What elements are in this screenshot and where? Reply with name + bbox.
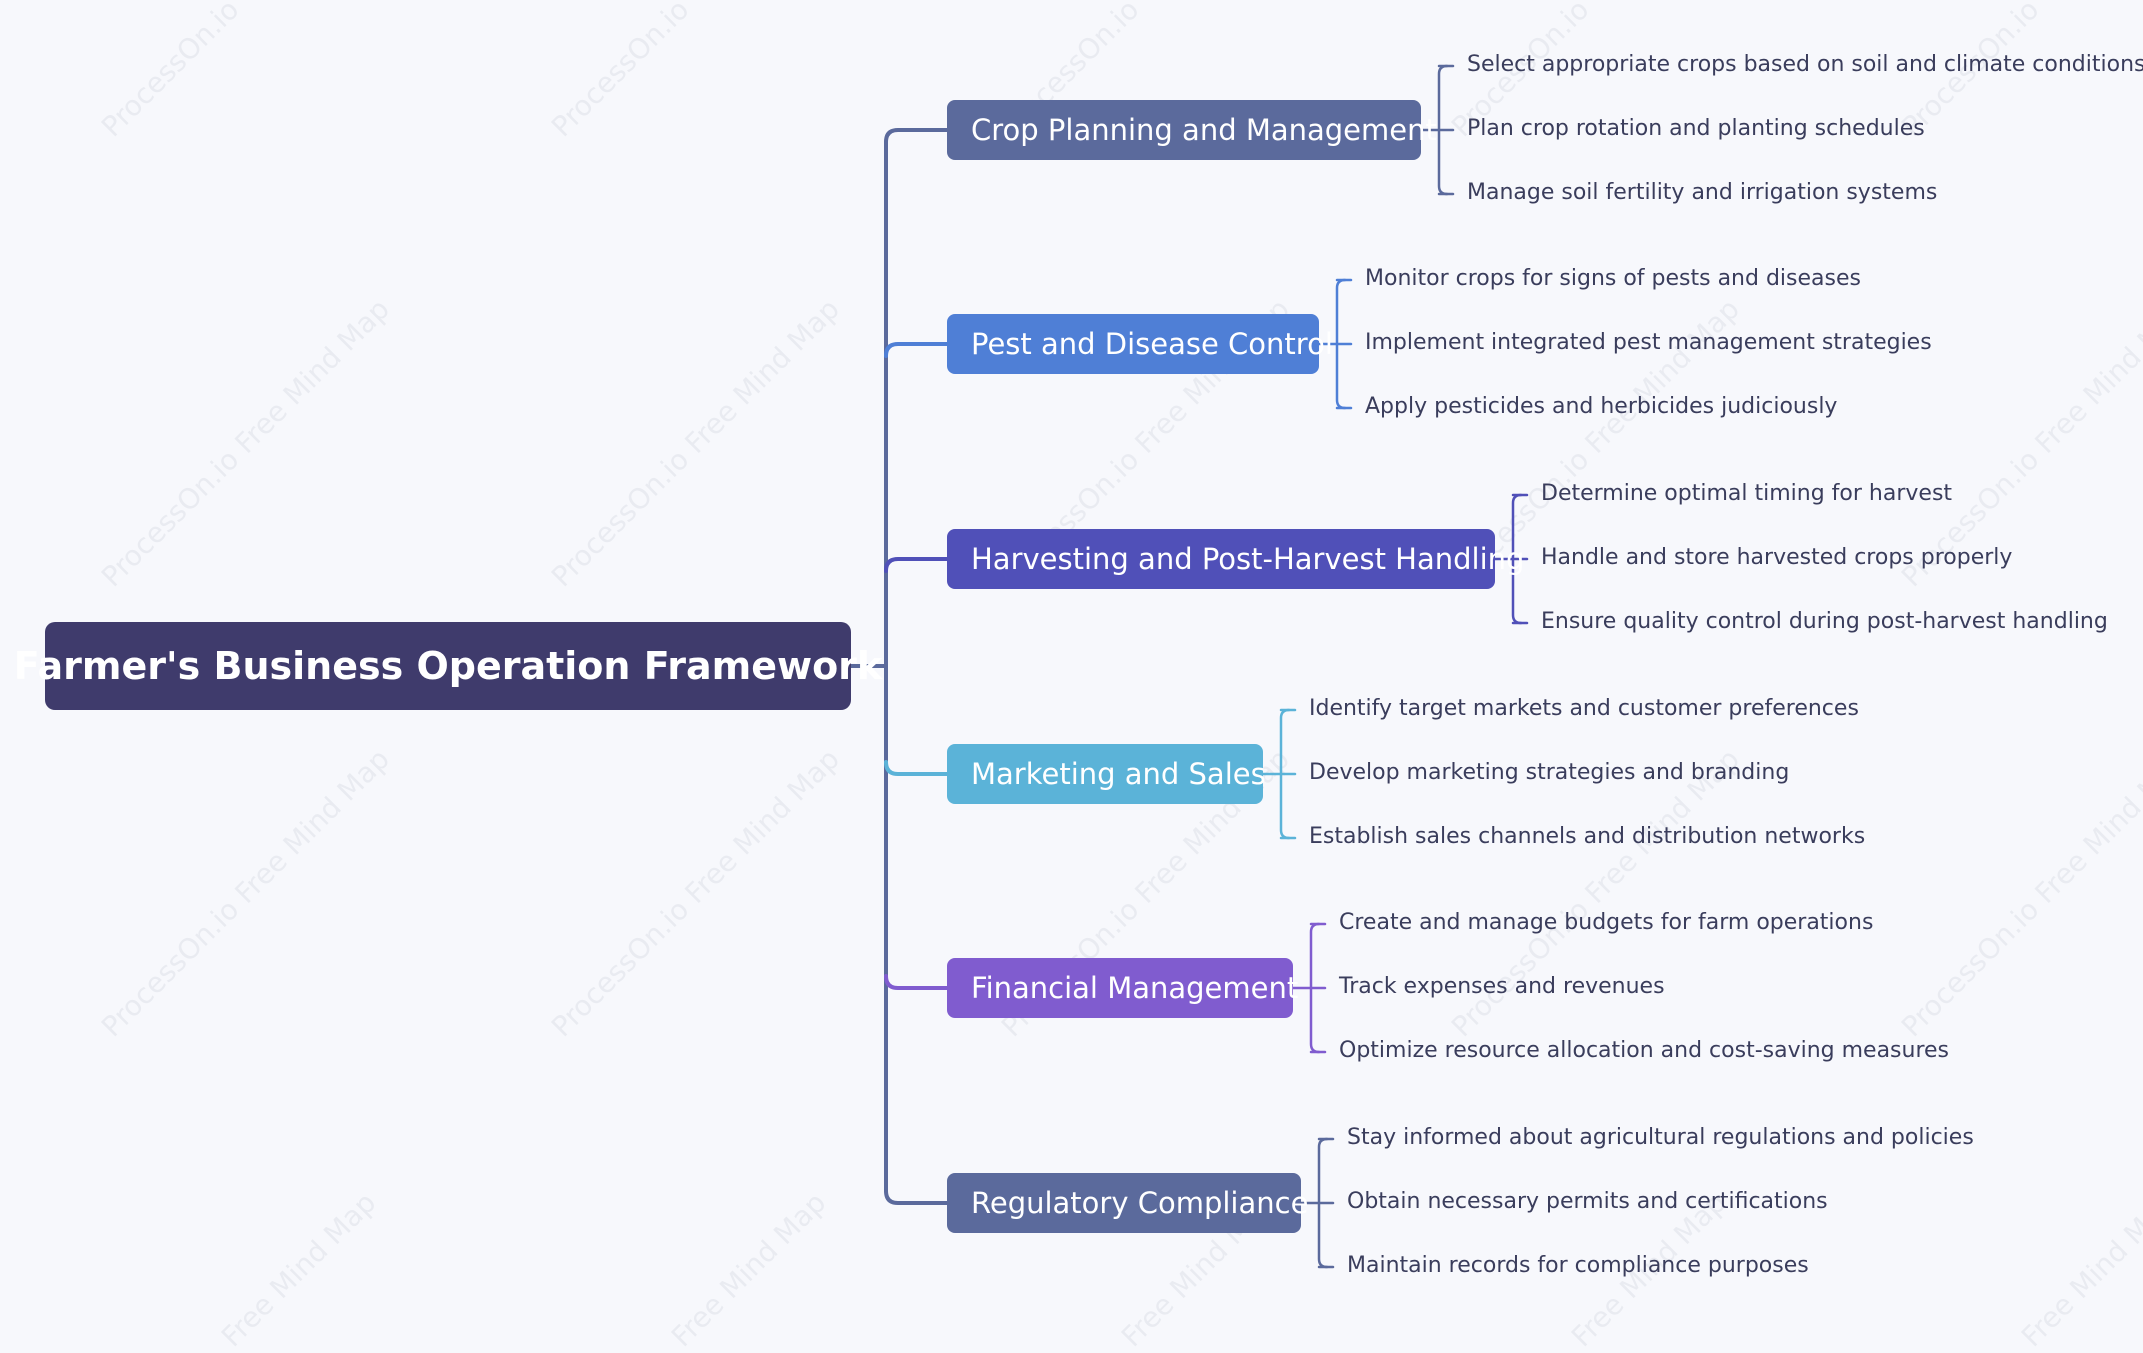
branch-connector — [884, 342, 949, 358]
branch-topic-label: Regulatory Compliance — [971, 1186, 1309, 1220]
branch-connector — [884, 128, 949, 144]
leaf-topic[interactable]: Optimize resource allocation and cost-sa… — [1339, 1038, 1950, 1063]
branch-topic[interactable]: Regulatory Compliance — [947, 1173, 1308, 1233]
leaf-topic[interactable]: Ensure quality control during post-harve… — [1541, 609, 2108, 634]
leaf-topic[interactable]: Track expenses and revenues — [1339, 974, 1665, 999]
branch-connector — [884, 1189, 949, 1205]
branch-connector — [884, 974, 949, 990]
leaf-topic[interactable]: Establish sales channels and distributio… — [1309, 824, 1866, 849]
leaf-topic[interactable]: Implement integrated pest management str… — [1365, 330, 1932, 355]
branch-topic-label: Marketing and Sales — [971, 757, 1266, 791]
branch-topic-label: Crop Planning and Management — [971, 113, 1437, 147]
leaf-topic[interactable]: Stay informed about agricultural regulat… — [1347, 1125, 1974, 1150]
leaf-topic[interactable]: Handle and store harvested crops properl… — [1541, 545, 2013, 570]
branch-connector — [884, 760, 949, 776]
leaf-topic[interactable]: Plan crop rotation and planting schedule… — [1467, 116, 1925, 141]
leaf-topic[interactable]: Select appropriate crops based on soil a… — [1467, 52, 2143, 77]
branch-topic-label: Pest and Disease Control — [971, 327, 1333, 361]
leaf-topic[interactable]: Determine optimal timing for harvest — [1541, 481, 1953, 506]
leaf-topic[interactable]: Manage soil fertility and irrigation sys… — [1467, 180, 1938, 205]
branch-connector — [884, 557, 949, 573]
root-topic[interactable]: Farmer's Business Operation Framework — [14, 622, 882, 710]
leaf-topic[interactable]: Identify target markets and customer pre… — [1309, 696, 1859, 721]
leaf-topic[interactable]: Maintain records for compliance purposes — [1347, 1253, 1809, 1278]
leaf-topic[interactable]: Develop marketing strategies and brandin… — [1309, 760, 1790, 785]
branch-topic[interactable]: Financial Management — [947, 958, 1298, 1018]
leaf-topic[interactable]: Apply pesticides and herbicides judiciou… — [1365, 394, 1838, 419]
leaf-topic[interactable]: Create and manage budgets for farm opera… — [1339, 910, 1874, 935]
leaf-topic[interactable]: Monitor crops for signs of pests and dis… — [1365, 266, 1861, 291]
root-topic-label: Farmer's Business Operation Framework — [13, 644, 883, 688]
branch-topic[interactable]: Marketing and Sales — [947, 744, 1266, 804]
leaf-topic[interactable]: Obtain necessary permits and certificati… — [1347, 1189, 1828, 1214]
branch-topic[interactable]: Harvesting and Post-Harvest Handling — [947, 529, 1524, 589]
branch-topic-label: Harvesting and Post-Harvest Handling — [971, 542, 1525, 576]
branch-topic-label: Financial Management — [971, 971, 1299, 1005]
branch-topic[interactable]: Crop Planning and Management — [947, 100, 1437, 160]
branch-topic[interactable]: Pest and Disease Control — [947, 314, 1333, 374]
